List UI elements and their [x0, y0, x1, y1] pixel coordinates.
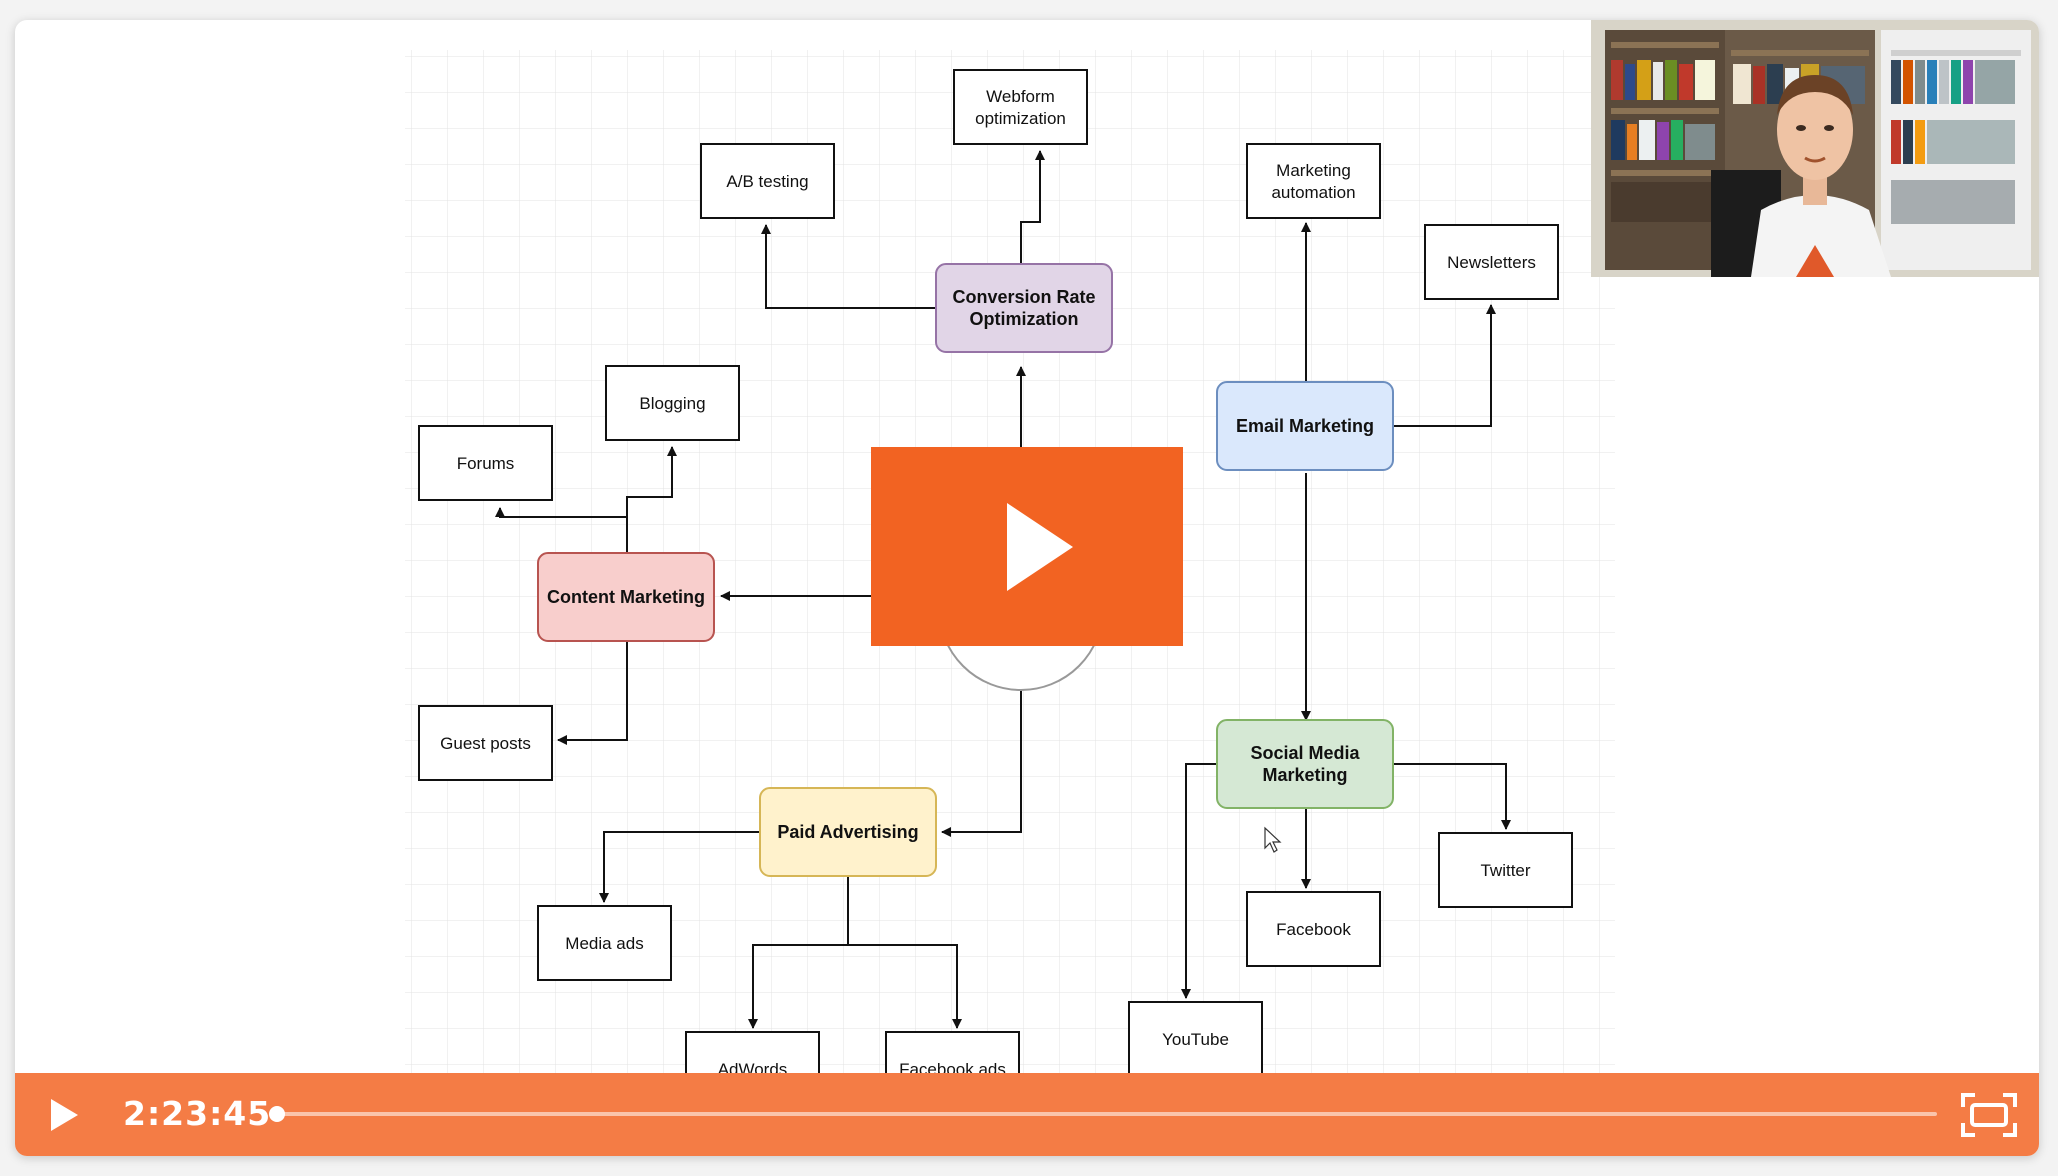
connector-arrow [748, 876, 849, 1029]
node-box [418, 705, 553, 781]
node-abtest: A/B testing [700, 143, 835, 219]
connector-arrow [495, 507, 627, 518]
node-news: Newsletters [1424, 224, 1559, 300]
video-player[interactable]: DigitalMarketingConversion RateOptimizat… [15, 20, 2039, 1156]
node-label: Guest posts [440, 734, 531, 753]
connector-arrow [1020, 150, 1045, 264]
node-paid: Paid Advertising [759, 787, 937, 877]
node-box [700, 143, 835, 219]
node-email: Email Marketing [1216, 381, 1394, 471]
node-twitter: Twitter [1438, 832, 1573, 908]
fullscreen-button[interactable] [1959, 1091, 2019, 1139]
node-guest: Guest posts [418, 705, 553, 781]
connector-arrow [1393, 763, 1511, 830]
node-box [1246, 891, 1381, 967]
node-label: Forums [457, 454, 515, 473]
play-button[interactable] [43, 1094, 85, 1136]
node-label: Twitter [1480, 861, 1530, 880]
progress-track[interactable] [269, 1106, 1937, 1122]
node-forums: Forums [418, 425, 553, 501]
node-label: Newsletters [1447, 253, 1536, 272]
control-bar: 2:23:45 [15, 1073, 2039, 1156]
node-label: Facebook [1276, 920, 1351, 939]
node-box [537, 552, 715, 642]
node-label: Media ads [565, 934, 643, 953]
connector-arrow [1393, 304, 1496, 427]
play-icon [51, 1099, 78, 1131]
connector-arrow [626, 446, 677, 553]
node-box [418, 425, 553, 501]
node-label: Email Marketing [1236, 416, 1374, 436]
connector-lines [495, 150, 1511, 1029]
connector-arrow [1181, 763, 1217, 999]
big-play-button[interactable] [871, 447, 1183, 646]
node-box [1246, 143, 1381, 219]
node-label: A/B testing [726, 172, 808, 191]
connector-arrow [761, 224, 936, 309]
node-label: Paid Advertising [777, 822, 918, 842]
connector-arrow [599, 831, 760, 903]
connector-arrow [557, 641, 628, 745]
node-box [605, 365, 740, 441]
node-blog: Blogging [605, 365, 740, 441]
play-icon [1007, 503, 1073, 591]
node-box [935, 263, 1113, 353]
webcam-presenter-image [1591, 20, 2039, 277]
node-box [1438, 832, 1573, 908]
node-content: Content Marketing [537, 552, 715, 642]
node-label: Blogging [639, 394, 705, 413]
scrubber-handle[interactable] [269, 1106, 285, 1122]
node-youtube: YouTube [1128, 1001, 1263, 1077]
connector-arrow [848, 944, 962, 1029]
node-box [1216, 381, 1394, 471]
mouse-cursor-icon [1264, 826, 1282, 853]
node-box [1128, 1001, 1263, 1077]
fullscreen-icon [1961, 1093, 2017, 1137]
node-box [953, 69, 1088, 145]
node-box [1424, 224, 1559, 300]
time-display: 2:23:45 [123, 1094, 272, 1133]
node-facebook: Facebook [1246, 891, 1381, 967]
webcam-overlay [1591, 20, 2039, 277]
node-label: YouTube [1162, 1030, 1229, 1049]
node-box [1216, 719, 1394, 809]
node-media: Media ads [537, 905, 672, 981]
node-box [537, 905, 672, 981]
connector-arrow [941, 630, 1022, 837]
node-label: Content Marketing [547, 587, 705, 607]
node-box [759, 787, 937, 877]
